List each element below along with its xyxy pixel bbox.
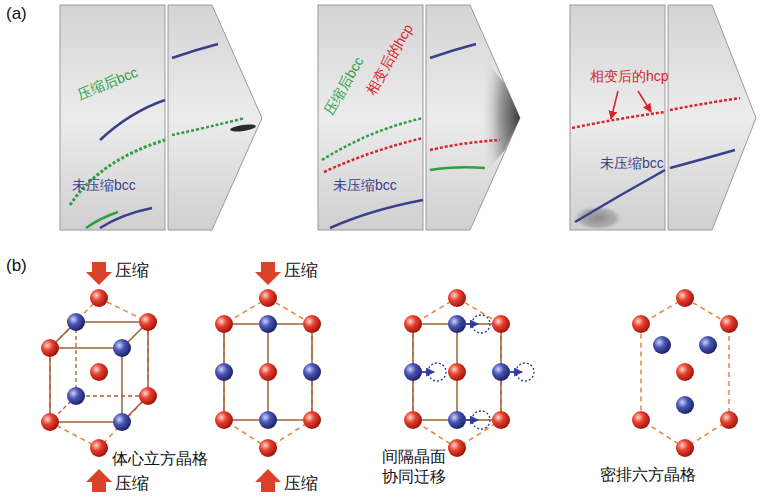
atom-red (215, 315, 233, 333)
atom-red (41, 339, 59, 357)
phase-label: 压缩后bcc (321, 54, 367, 118)
atom-red (90, 439, 108, 457)
diffraction-arc (575, 170, 665, 222)
photo-film (570, 5, 665, 230)
lattice-edge (413, 324, 501, 420)
phase-label: 压缩后bcc (75, 64, 140, 103)
atom-blue (215, 363, 233, 381)
atom-red (448, 363, 466, 381)
photo-film (668, 5, 756, 230)
atom-red (90, 363, 108, 381)
hexagon-outline (224, 298, 312, 448)
hexagon-outline (641, 298, 729, 448)
atom-red (632, 411, 650, 429)
atom-blue (699, 336, 717, 354)
cube-hidden-edge (50, 322, 148, 422)
atom-red (720, 315, 738, 333)
diffraction-arc (670, 150, 735, 168)
atom-red (41, 413, 59, 431)
phase-label: 相变后的hcp (363, 21, 417, 97)
diffraction-arc (86, 212, 118, 228)
atom-red (139, 387, 157, 405)
atom-red (632, 315, 650, 333)
shift-arrow (459, 323, 478, 325)
atom-red (676, 439, 694, 457)
diffraction-arc (172, 44, 218, 58)
atom-red (676, 289, 694, 307)
atom-blue (653, 336, 671, 354)
atom-blue (113, 339, 131, 357)
atom-blue (303, 363, 321, 381)
diffraction-photo: 压缩后bcc 未压缩bcc (60, 5, 265, 230)
atom-red (676, 363, 694, 381)
shift-arrow (415, 371, 434, 373)
compression-label: 压缩 (115, 474, 149, 494)
leader-arrow (638, 91, 651, 112)
compression-arrow (86, 469, 112, 492)
diffraction-arc (670, 98, 740, 110)
phase-label: 相变后的hcp (590, 68, 669, 85)
diffraction-arc (430, 140, 500, 150)
hexagon-outline (413, 298, 501, 448)
compression-label: 压缩 (284, 474, 318, 494)
atom-red (303, 411, 321, 429)
photo-film (168, 5, 262, 230)
photo-film (318, 5, 423, 230)
compression-arrow (255, 262, 281, 285)
shift-arrow (503, 371, 522, 373)
atom-red (492, 315, 510, 333)
diffraction-arc (330, 200, 423, 228)
atom-red (404, 315, 422, 333)
atom-red (139, 313, 157, 331)
leader-arrow (611, 91, 618, 119)
hexagon-outline (50, 298, 148, 448)
phase-label: 未压缩bcc (333, 177, 397, 194)
atom-red (215, 411, 233, 429)
compression-arrow (255, 469, 281, 492)
atom-red (259, 363, 277, 381)
compression-label: 压缩 (115, 261, 149, 281)
diffraction-arc (100, 100, 165, 140)
diffraction-arc (324, 138, 423, 172)
atom-red (720, 411, 738, 429)
atom-blue (259, 411, 277, 429)
diffraction-arc (70, 140, 165, 205)
atom-red (259, 439, 277, 457)
diffraction-arc (572, 112, 665, 128)
atom-blue (676, 396, 694, 414)
panel-letter: (a) (6, 4, 27, 24)
diffraction-arc (100, 208, 152, 228)
atom-blue (67, 387, 85, 405)
lattice-caption: 密排六方晶格 (600, 465, 696, 484)
compression-label: 压缩 (284, 261, 318, 281)
shift-arrow (459, 419, 478, 421)
panel-letter: (b) (6, 256, 27, 276)
photo-film (60, 5, 165, 230)
diffraction-photo: 相变后的hcp 未压缩bcc (570, 5, 760, 230)
atom-red (448, 439, 466, 457)
cube-edge (50, 322, 148, 422)
lattice-edge (224, 324, 312, 420)
atom-red (404, 411, 422, 429)
lattice-caption: 间隔晶面 协同迁移 (378, 447, 450, 487)
compression-arrow (86, 262, 112, 285)
atom-blue (259, 315, 277, 333)
phase-label: 未压缩bcc (72, 177, 136, 194)
atom-red (303, 315, 321, 333)
diffraction-arc (430, 167, 485, 170)
phase-label: 未压缩bcc (600, 155, 664, 172)
diffraction-arc (430, 44, 476, 58)
atom-blue (67, 313, 85, 331)
diffraction-photo: 压缩后bcc相变后的hcp 未压缩bcc (318, 5, 523, 230)
atom-red (448, 289, 466, 307)
atom-blue (113, 413, 131, 431)
atom-red (492, 411, 510, 429)
atom-red (90, 289, 108, 307)
dark-streak (230, 123, 257, 133)
photo-film (426, 5, 520, 230)
lattice-caption: 体心立方晶格 (112, 449, 208, 468)
diffraction-arc (172, 118, 245, 135)
atom-red (259, 289, 277, 307)
